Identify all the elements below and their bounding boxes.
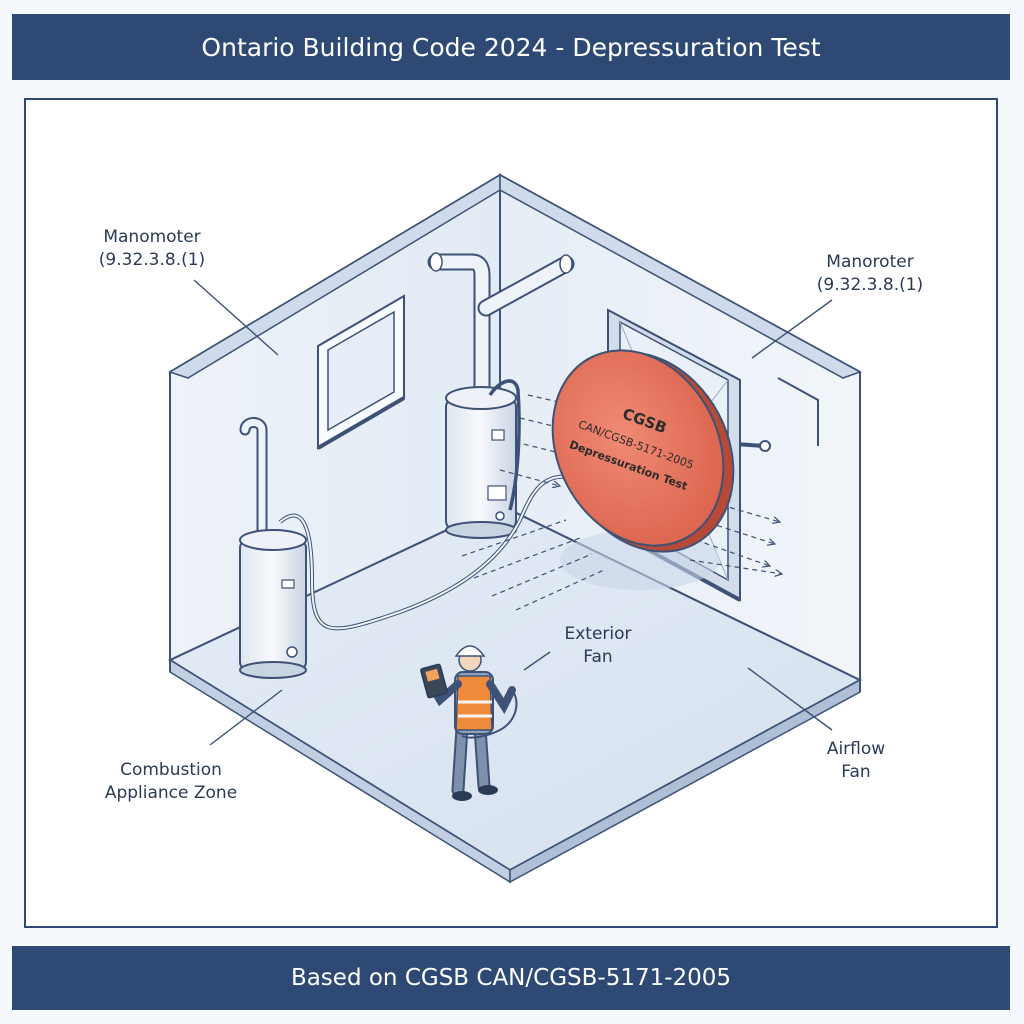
page-title: Ontario Building Code 2024 - Depressurat… bbox=[201, 32, 821, 62]
footer-text: Based on CGSB CAN/CGSB-5171-2005 bbox=[290, 965, 732, 991]
label-combustion-zone-line1: Combustion bbox=[120, 760, 222, 780]
label-exterior-fan-line2: Fan bbox=[583, 647, 613, 667]
header-banner: Ontario Building Code 2024 - Depressurat… bbox=[12, 14, 1010, 80]
label-airflow-fan-line2: Fan bbox=[841, 762, 871, 782]
depressurization-fan: CGSB CAN/CGSB-5171-2005 Depressuration T… bbox=[551, 349, 735, 553]
label-exterior-fan-line1: Exterior bbox=[564, 624, 632, 644]
label-exterior-fan: Exterior Fan bbox=[548, 623, 648, 669]
label-manometer-left-line2: (9.32.3.8.(1) bbox=[98, 250, 206, 270]
label-airflow-fan-line1: Airflow bbox=[826, 739, 886, 759]
label-manometer-right-line1: Manoroter bbox=[826, 252, 914, 272]
label-manometer-left: Manomoter (9.32.3.8.(1) bbox=[92, 226, 212, 272]
label-manometer-left-line1: Manomoter bbox=[103, 227, 201, 247]
water-heater-center bbox=[427, 252, 575, 539]
technician bbox=[420, 645, 518, 801]
label-manometer-right-line2: (9.32.3.8.(1) bbox=[816, 275, 924, 295]
right-wall-top-edge bbox=[499, 173, 862, 379]
window bbox=[316, 294, 406, 450]
footer-banner: Based on CGSB CAN/CGSB-5171-2005 bbox=[12, 946, 1010, 1010]
label-manometer-right: Manoroter (9.32.3.8.(1) bbox=[800, 251, 940, 297]
label-airflow-fan: Airflow Fan bbox=[816, 738, 896, 784]
hose-center bbox=[488, 379, 521, 511]
water-heater-left bbox=[239, 417, 307, 679]
label-combustion-zone-line2: Appliance Zone bbox=[104, 783, 238, 803]
leader-lines bbox=[193, 279, 833, 746]
label-combustion-zone: Combustion Appliance Zone bbox=[96, 759, 246, 805]
